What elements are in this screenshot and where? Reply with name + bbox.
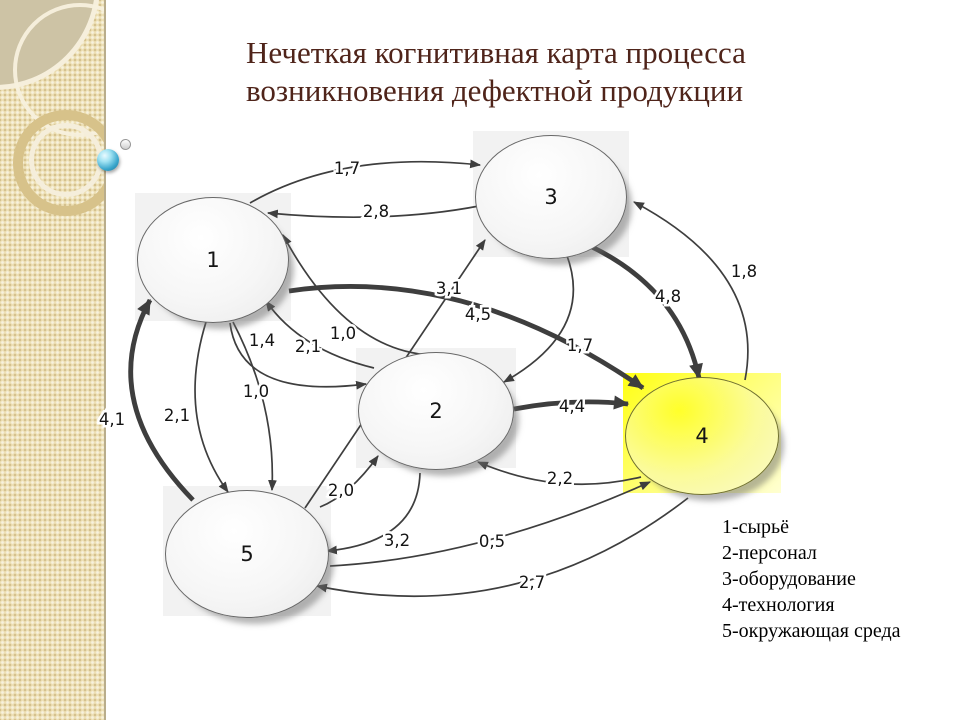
edge-3-4-17: [590, 244, 703, 380]
sidebar-outer-ring: [13, 110, 104, 216]
node-4: 4: [625, 377, 779, 495]
legend-item-2: 2-персонал: [722, 542, 817, 564]
edge-2-4-14: [513, 395, 630, 412]
edge-weight-5-1-8: 4,1: [99, 410, 125, 429]
node-2-label: 2: [429, 399, 443, 423]
edge-2-1-5: [265, 300, 375, 369]
edge-5-2-10: [319, 455, 379, 508]
node-5: 5: [165, 490, 329, 618]
edge-weight-4-5-13: 2,7: [519, 573, 545, 592]
edge-3-1-1: [266, 205, 480, 219]
edge-weight-2-5-11: 3,2: [384, 531, 410, 550]
edge-1-4-3: [288, 284, 645, 390]
edge-weight-3-2-16: 1,7: [567, 336, 593, 355]
edge-5-4-12: [329, 481, 652, 567]
edge-weight-3-1-1: 2,8: [363, 202, 389, 221]
edge-weight-1-5-4: 1,4: [249, 331, 275, 350]
edge-weight-2-4-14: 4,4: [559, 397, 585, 416]
node-3-label: 3: [544, 185, 558, 209]
edge-weight-4-2-15: 2,2: [547, 469, 573, 488]
slide-title: Нечеткая когнитивная карта процесса возн…: [246, 34, 926, 110]
edge-2-5-11: [325, 472, 421, 555]
legend-item-5: 5-окружающая среда: [722, 620, 901, 642]
legend: 1-сырьё 2-персонал 3-оборудование 4-техн…: [722, 514, 901, 644]
edge-weight-2-1-5: 2,1: [295, 337, 321, 356]
edge-4-3-18: [633, 201, 749, 381]
edge-weight-5-4-12: 0,5: [479, 532, 505, 551]
node-5-label: 5: [240, 542, 254, 566]
edge-1-3-0: [249, 159, 482, 204]
node-1-label: 1: [206, 248, 220, 272]
edge-4-2-15: [476, 461, 642, 486]
edge-weight-5-2-10: 2,0: [328, 481, 354, 500]
legend-item-3: 3-оборудование: [722, 568, 856, 590]
legend-item-1: 1-сырьё: [722, 516, 789, 538]
edge-weight-1-2-7: 1,0: [243, 382, 269, 401]
slide-title-line-2: возникновения дефектной продукции: [246, 73, 744, 108]
edge-5-1-8: [128, 298, 195, 502]
edge-weight-1-4-3: 4,5: [465, 305, 491, 324]
edge-2-1-6: [282, 234, 431, 356]
node-1: 1: [137, 197, 289, 323]
small-ball-decoration: [120, 139, 131, 150]
edge-weight-3-4-17: 4,8: [655, 287, 681, 306]
edge-weight-5-3-2: 3,1: [436, 279, 462, 298]
legend-item-4: 4-технология: [722, 594, 835, 616]
edge-weight-1-5-9: 2,1: [164, 406, 190, 425]
slide-title-line-1: Нечеткая когнитивная карта процесса: [246, 35, 746, 70]
edge-weight-1-3-0: 1,7: [334, 159, 360, 178]
edge-3-2-16: [503, 252, 575, 383]
edge-1-2-7: [229, 322, 368, 390]
node-2: 2: [358, 352, 514, 470]
edge-4-5-13: [315, 497, 689, 598]
edge-1-5-4: [232, 321, 277, 492]
edge-weight-4-3-18: 1,8: [731, 262, 757, 281]
edge-1-5-9: [194, 321, 229, 493]
node-3: 3: [475, 135, 627, 259]
blue-sphere-decoration: [97, 149, 119, 171]
edge-weight-2-1-6: 1,0: [330, 324, 356, 343]
node-4-label: 4: [695, 424, 709, 448]
